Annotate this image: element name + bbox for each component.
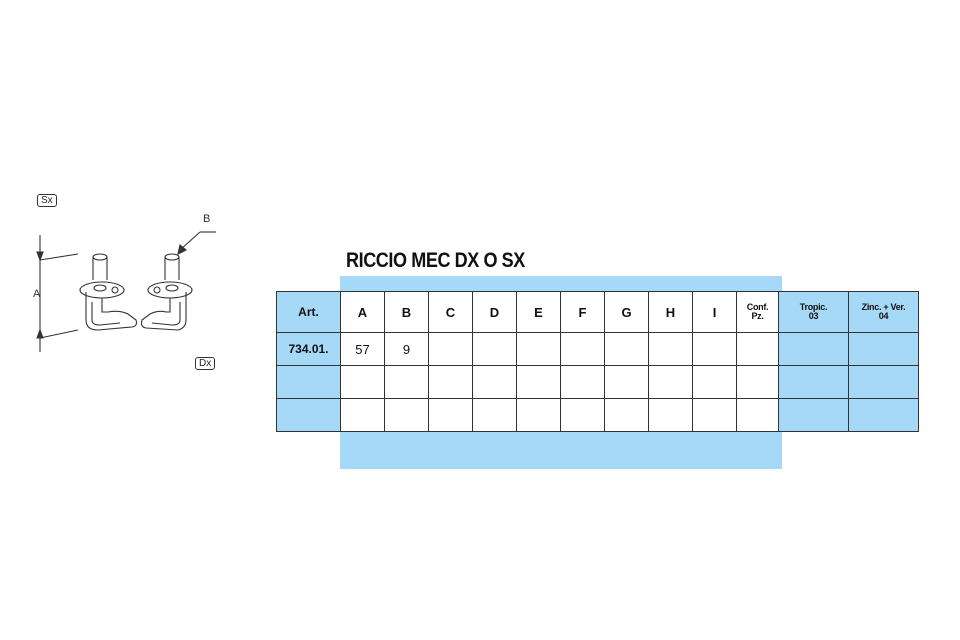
- header-art: Art.: [276, 291, 341, 333]
- cell-zinc: [848, 398, 919, 432]
- sx-badge: Sx: [37, 194, 57, 207]
- cell-b: 9: [384, 332, 429, 366]
- header-b: B: [384, 291, 429, 333]
- cell-tropic: [778, 365, 849, 399]
- cell-g: [604, 332, 649, 366]
- cell-g: [604, 365, 649, 399]
- table-row: 734.01. 57 9: [276, 332, 919, 366]
- cell-f: [560, 332, 605, 366]
- cell-e: [516, 365, 561, 399]
- cell-art: 734.01.: [276, 332, 341, 366]
- header-tropic-line1: Tropic.: [799, 302, 828, 312]
- cell-h: [648, 398, 693, 432]
- cell-zinc: [848, 365, 919, 399]
- dimension-a-label: A: [33, 288, 41, 300]
- cell-g: [604, 398, 649, 432]
- cell-b: [384, 365, 429, 399]
- cell-conf: [736, 365, 779, 399]
- table-header-row: Art. A B C D E F G H I Conf. Pz. Tropic.…: [276, 291, 919, 333]
- header-d: D: [472, 291, 517, 333]
- header-tropic: Tropic. 03: [778, 291, 849, 333]
- header-zinc: Zinc. + Ver. 04: [848, 291, 919, 333]
- cell-b: [384, 398, 429, 432]
- cell-f: [560, 398, 605, 432]
- header-h: H: [648, 291, 693, 333]
- cell-zinc: [848, 332, 919, 366]
- header-conf-pz: Conf. Pz.: [736, 291, 779, 333]
- dx-badge: Dx: [195, 357, 216, 370]
- header-g: G: [604, 291, 649, 333]
- cell-i: [692, 332, 737, 366]
- cell-h: [648, 365, 693, 399]
- cell-art: [276, 398, 341, 432]
- header-e: E: [516, 291, 561, 333]
- cell-d: [472, 365, 517, 399]
- header-a: A: [340, 291, 385, 333]
- cell-tropic: [778, 398, 849, 432]
- cell-art: [276, 365, 341, 399]
- cell-a: [340, 398, 385, 432]
- cell-d: [472, 398, 517, 432]
- cell-e: [516, 398, 561, 432]
- hook-illustration: [36, 231, 216, 352]
- cell-i: [692, 398, 737, 432]
- header-conf-line1: Conf.: [746, 302, 769, 312]
- cell-conf: [736, 398, 779, 432]
- cell-d: [472, 332, 517, 366]
- page-title: RICCIO MEC DX O SX: [346, 249, 525, 272]
- dimensions-table: Art. A B C D E F G H I Conf. Pz. Tropic.…: [276, 291, 919, 432]
- header-f: F: [560, 291, 605, 333]
- cell-c: [428, 398, 473, 432]
- table-row: [276, 365, 919, 399]
- table-row: [276, 398, 919, 432]
- header-c: C: [428, 291, 473, 333]
- header-conf-line2: Pz.: [751, 311, 764, 321]
- header-tropic-line2: 03: [808, 311, 819, 321]
- cell-e: [516, 332, 561, 366]
- cell-conf: [736, 332, 779, 366]
- cell-i: [692, 365, 737, 399]
- cell-f: [560, 365, 605, 399]
- header-i: I: [692, 291, 737, 333]
- header-zinc-line2: 04: [878, 311, 889, 321]
- product-drawing: Sx Dx A B: [20, 180, 240, 380]
- cell-a: [340, 365, 385, 399]
- cell-c: [428, 332, 473, 366]
- cell-a: 57: [340, 332, 385, 366]
- header-zinc-line1: Zinc. + Ver.: [861, 302, 906, 312]
- cell-tropic: [778, 332, 849, 366]
- cell-c: [428, 365, 473, 399]
- cell-h: [648, 332, 693, 366]
- dimension-b-label: B: [203, 213, 211, 225]
